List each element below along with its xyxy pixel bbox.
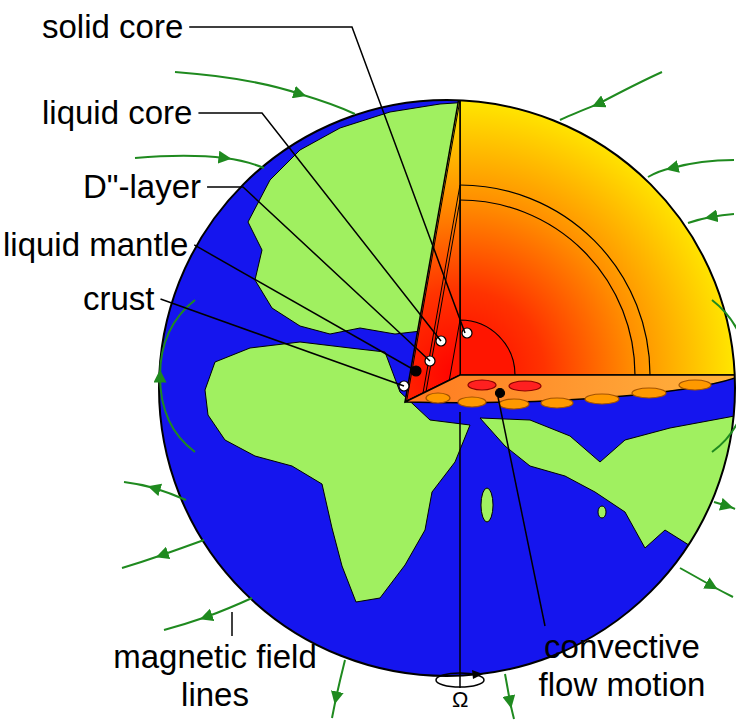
rotation-axis <box>436 412 484 688</box>
leader-line <box>498 397 545 626</box>
asia-land <box>480 415 736 570</box>
convection-cell <box>499 399 529 409</box>
layer-boundary <box>426 200 460 392</box>
leader-line <box>231 612 233 636</box>
marker-dot <box>496 389 505 398</box>
field-line <box>332 660 345 718</box>
layer-boundary <box>407 100 460 401</box>
convection-cell <box>679 380 711 390</box>
part-label: liquid core <box>42 94 192 132</box>
inner-core <box>460 320 515 375</box>
layer-markers <box>399 328 505 398</box>
field-line <box>505 674 514 719</box>
convection-cell <box>468 380 496 390</box>
field-line <box>164 598 252 630</box>
part-label: solid core <box>42 8 183 46</box>
layer-boundary <box>423 185 460 393</box>
convection-cell <box>426 393 450 403</box>
field-line <box>714 502 735 509</box>
field-line <box>648 160 734 177</box>
part-label: liquid mantle <box>3 226 188 264</box>
field-line <box>560 72 662 120</box>
magnetic-field-lines <box>122 72 736 719</box>
rotation-symbol: Ω <box>452 687 468 712</box>
convection-cells <box>426 380 711 409</box>
cutaway <box>405 92 736 409</box>
part-label: D"-layer <box>83 168 201 206</box>
equatorial-slab <box>405 375 736 403</box>
leader-line <box>207 187 430 361</box>
leader-line <box>198 113 441 341</box>
field-line <box>712 300 736 452</box>
island <box>598 506 606 518</box>
convection-cell <box>509 381 541 391</box>
back-cut-face <box>460 92 736 375</box>
axis-line <box>459 412 461 688</box>
rotation-arrow <box>472 670 483 679</box>
field-line <box>135 156 264 168</box>
leader-line <box>194 245 416 371</box>
part-label: crust <box>83 280 155 318</box>
field-line <box>175 72 355 114</box>
part-label: magnetic field lines <box>100 638 330 714</box>
field-line <box>160 300 195 452</box>
island <box>481 488 493 522</box>
leader-line <box>189 27 465 333</box>
layer-boundary <box>460 200 635 375</box>
convection-cell <box>541 398 573 408</box>
field-line <box>688 214 734 223</box>
convection-cell <box>632 388 666 398</box>
leader-line <box>161 299 404 386</box>
field-line <box>680 568 733 597</box>
globe-outline <box>159 100 735 676</box>
inner-core <box>449 320 460 380</box>
layer-boundary <box>460 100 735 375</box>
convection-cell <box>585 394 619 404</box>
layer-boundary <box>460 185 650 375</box>
field-line <box>124 482 186 500</box>
convection-cell <box>458 397 486 407</box>
part-label: convective flow motion <box>522 628 722 704</box>
field-line <box>122 540 204 568</box>
